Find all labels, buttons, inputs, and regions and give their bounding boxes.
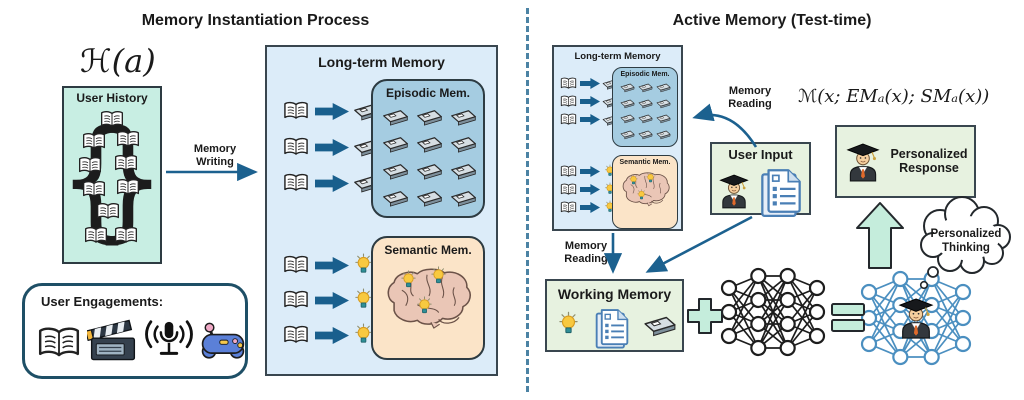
ltm-small-label: Long-term Memory <box>574 51 661 62</box>
clapperboard-icon <box>87 318 139 364</box>
memory-reading-top-label: Memory Reading <box>728 85 772 110</box>
record-book-icon <box>560 113 577 126</box>
memory-writing-label: Memory Writing <box>193 143 237 168</box>
episodic-small-box: Episodic Mem. <box>612 67 678 147</box>
working-bulb-icon <box>559 311 578 337</box>
microphone-icon <box>145 318 193 362</box>
user-input-box: User Input <box>710 142 811 215</box>
personalized-response-label: Personalized Response <box>890 147 968 176</box>
memory-reading-bottom-label: Memory Reading <box>564 240 608 265</box>
user-engagements-box: User Engagements: <box>22 283 248 379</box>
write-arrow-icon <box>580 202 600 213</box>
record-book-icon <box>560 95 577 108</box>
semantic-bulb-icon <box>355 253 372 276</box>
graduate-avatar-icon <box>845 141 881 183</box>
write-arrow-icon <box>580 114 600 125</box>
thought-line1: Personalized <box>931 228 1002 240</box>
semantic-bulb-icon <box>637 189 646 201</box>
user-history-label: User History <box>76 91 148 105</box>
up-arrow <box>856 202 904 269</box>
write-arrow-icon <box>315 175 349 192</box>
record-book-icon <box>283 173 309 193</box>
user-history-box: User History { } <box>58 86 166 264</box>
write-arrow-icon <box>580 184 600 195</box>
record-book-icon <box>560 201 577 214</box>
episodic-floppy-grid <box>382 109 482 217</box>
thought-line2: Thinking <box>942 242 990 254</box>
episodic-memory-label: Episodic Mem. <box>385 86 471 100</box>
plus-operator <box>687 298 723 334</box>
book-engagement-icon <box>37 326 81 360</box>
panel-divider <box>526 8 529 392</box>
semantic-bulb-icon <box>629 174 638 186</box>
working-floppy-icon <box>643 315 677 337</box>
base-model-network <box>720 267 826 357</box>
history-book-icon <box>116 178 140 197</box>
record-book-icon <box>283 255 309 275</box>
semantic-memory-label: Semantic Mem. <box>384 243 472 257</box>
graduate-avatar-icon <box>718 172 750 210</box>
left-panel-title: Memory Instantiation Process <box>141 12 370 29</box>
episodic-small-label: Episodic Mem. <box>620 71 670 78</box>
write-arrow-icon <box>580 166 600 177</box>
history-math-notation: ℋ(a) <box>80 42 156 80</box>
semantic-bulb-icon <box>431 266 446 286</box>
write-arrow-icon <box>315 103 349 120</box>
write-arrow-icon <box>580 96 600 107</box>
history-book-icon <box>114 154 138 173</box>
model-math-notation: ℳ(x; EMₐ(x); SMₐ(x)) <box>798 86 990 107</box>
episodic-memory-box: Episodic Mem. <box>371 79 485 218</box>
write-arrow-icon <box>580 78 600 89</box>
history-book-icon <box>78 156 102 175</box>
semantic-bulb-icon <box>401 270 416 290</box>
semantic-bulb-icon <box>646 172 655 184</box>
record-book-icon <box>283 290 309 310</box>
record-book-icon <box>283 325 309 345</box>
long-term-memory-label: Long-term Memory <box>318 54 445 70</box>
personalized-response-box: Personalized Response <box>835 125 976 198</box>
record-book-icon <box>560 77 577 90</box>
history-book-icon <box>100 110 124 129</box>
history-book-icon <box>96 202 120 221</box>
game-controller-icon <box>197 322 249 362</box>
document-stack-icon <box>756 164 806 220</box>
history-book-icon <box>82 180 106 199</box>
write-arrow-icon <box>315 327 349 344</box>
history-book-icon <box>82 132 106 151</box>
history-book-icon <box>84 226 108 245</box>
write-arrow-icon <box>315 257 349 274</box>
episodic-small-grid <box>620 83 674 145</box>
ltm-small-box: Long-term Memory Episodic Mem. Semantic … <box>552 45 683 231</box>
long-term-memory-box: Long-term Memory Episodic Mem. Semantic … <box>265 45 498 376</box>
record-book-icon <box>283 101 309 121</box>
working-memory-label: Working Memory <box>557 286 672 302</box>
semantic-small-box: Semantic Mem. <box>612 155 678 229</box>
write-arrow-icon <box>315 139 349 156</box>
semantic-bulb-icon <box>355 323 372 346</box>
document-stack-icon <box>591 305 633 351</box>
right-panel-title: Active Memory (Test-time) <box>672 12 872 29</box>
graduate-avatar-icon <box>897 297 935 339</box>
record-book-icon <box>560 183 577 196</box>
record-book-icon <box>560 165 577 178</box>
semantic-small-label: Semantic Mem. <box>619 159 671 166</box>
user-engagements-label: User Engagements: <box>41 294 164 309</box>
record-book-icon <box>283 137 309 157</box>
user-input-label: User Input <box>728 147 793 162</box>
working-memory-box: Working Memory <box>545 279 684 352</box>
semantic-memory-box: Semantic Mem. <box>371 236 485 360</box>
write-arrow-icon <box>315 292 349 309</box>
semantic-bulb-icon <box>355 288 372 311</box>
semantic-bulb-icon <box>417 296 432 316</box>
history-book-icon <box>116 130 140 149</box>
history-book-icon <box>114 226 138 245</box>
